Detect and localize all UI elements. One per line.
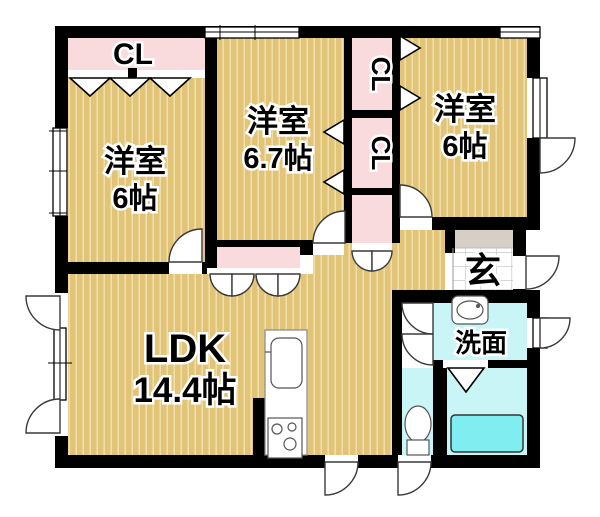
closet-top-left-floor xyxy=(68,38,205,70)
closet-upper-floor xyxy=(352,38,392,110)
bedroom-middle-size: 6.7帖 xyxy=(243,142,312,175)
bedroom-right-window-swing xyxy=(539,137,576,174)
bathtub-icon xyxy=(450,414,524,453)
ldk-name: LDK xyxy=(144,327,226,371)
closet-upper-label: CL xyxy=(366,57,396,92)
kitchen-sink-icon xyxy=(270,337,303,389)
bathroom-folding-door xyxy=(446,367,486,394)
entrance-label: 玄 xyxy=(465,250,501,291)
doors xyxy=(25,34,576,496)
bedroom-right-name: 洋室 xyxy=(434,92,496,127)
bedroom-left-door xyxy=(168,228,203,263)
bedroom-right-size: 6帖 xyxy=(442,130,487,163)
utility-door-swing xyxy=(397,461,432,496)
kitchen-counter xyxy=(264,329,308,459)
window-bedroom-left xyxy=(49,127,68,217)
washroom-window-swing xyxy=(539,317,571,349)
bedroom-left-size: 6帖 xyxy=(112,182,157,215)
fixtures xyxy=(264,248,524,459)
ldk-closet-floor xyxy=(207,247,300,268)
ldk-size: 14.4帖 xyxy=(133,371,236,410)
entrance-tiles xyxy=(452,247,516,291)
ldk-closet-door-4 xyxy=(277,273,301,297)
washroom-label: 洗面 xyxy=(455,328,507,358)
entrance-door-swing xyxy=(525,255,560,290)
toilet-icon xyxy=(404,405,432,456)
bedroom-right-door xyxy=(399,184,433,218)
entrance-hall-floor xyxy=(392,230,445,290)
window-bedroom-right-top xyxy=(499,26,541,39)
window-bedroom-middle-top xyxy=(204,25,300,40)
bedroom-right-floor xyxy=(400,38,527,217)
toilet-door xyxy=(401,333,434,366)
closet-top-left-label: CL xyxy=(113,38,153,71)
ldk-closet-door-2 xyxy=(231,273,255,297)
window-bedroom-right-side xyxy=(532,77,548,139)
bedroom-middle-floor xyxy=(217,38,344,243)
casement-swing-top xyxy=(25,295,61,331)
closet-lower-floor xyxy=(352,118,392,188)
stove-icon xyxy=(267,417,303,459)
bedroom-middle-name: 洋室 xyxy=(247,104,309,139)
closet-lower-label: CL xyxy=(366,136,396,171)
washbasin-icon xyxy=(451,295,489,325)
closet-lower-folding-doors xyxy=(322,118,345,196)
porch xyxy=(450,230,515,248)
floors xyxy=(68,38,527,455)
closet-top-left-folding-doors xyxy=(67,68,205,98)
back-door-swing xyxy=(324,461,359,496)
bedroom-left-name: 洋室 xyxy=(104,144,166,179)
casement-swing-bottom xyxy=(25,398,61,434)
bedroom-left-floor xyxy=(68,70,205,262)
bedroom-middle-door xyxy=(312,210,346,244)
ldk-floor xyxy=(68,274,392,455)
windows xyxy=(48,25,548,401)
closet-hall-floor xyxy=(352,195,392,243)
hall-closet-door-right xyxy=(371,250,393,272)
labels: CL 洋室 6帖 洋室 6.7帖 洋室 6帖 CL CL LDK 14.4帖 玄… xyxy=(102,36,510,413)
closet-upper-folding-doors xyxy=(399,34,422,112)
